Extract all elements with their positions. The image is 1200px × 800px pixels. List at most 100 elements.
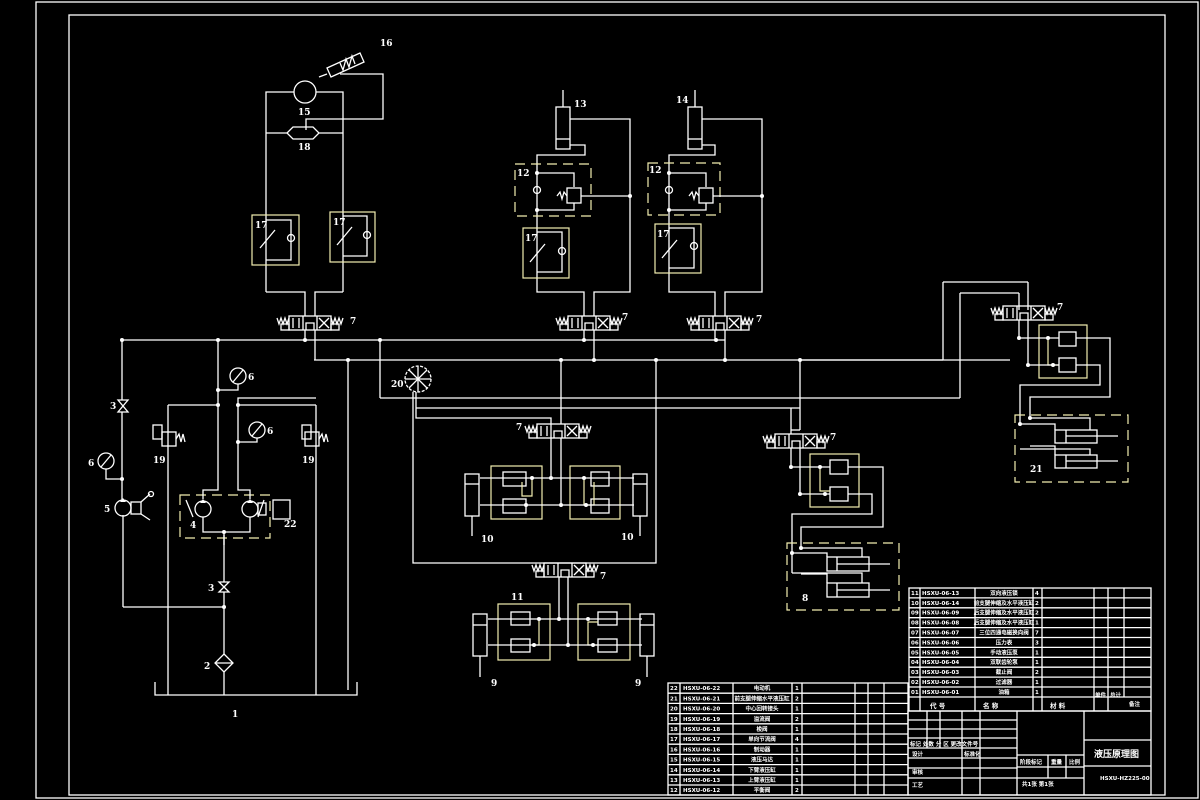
lock-11-label: 11 (511, 593, 524, 603)
pressure-gauge-left: 6 (88, 452, 124, 481)
revision-row: 标记 处数 分 区 更改文件号 (909, 740, 979, 748)
cell-no: 12 (670, 788, 678, 794)
cell-qty: 2 (795, 717, 799, 723)
balance-valve-12-right: 12 (647, 162, 764, 216)
cylinder-21: 21 (1014, 414, 1129, 483)
process-label: 工艺 (912, 781, 924, 789)
cell-qty: 1 (1035, 680, 1039, 686)
filter: 2 (204, 592, 234, 695)
double-gear-pump: 4 (179, 405, 271, 545)
brake-16-label: 16 (380, 39, 393, 49)
gauge-mid-label: 6 (267, 427, 273, 437)
cell-code: HSXU-06-17 (683, 737, 720, 743)
cylinder-21-label: 21 (1030, 465, 1043, 475)
cell-code: HSXU-06-16 (683, 747, 720, 753)
relief-19-right-label: 19 (302, 456, 315, 466)
cell-no: 16 (670, 747, 678, 753)
cell-name: 梭阀 (756, 725, 768, 733)
cell-name: 中心回转接头 (745, 705, 779, 713)
cell-no: 03 (911, 670, 919, 676)
directional-valve-7-d: 7 (516, 423, 592, 439)
cell-qty: 1 (795, 727, 799, 733)
cell-no: 05 (911, 650, 919, 656)
cell-code: HSXU-06-13 (683, 778, 720, 784)
cylinder-10-left: 10 (464, 473, 494, 545)
cylinder-14: 14 (668, 90, 763, 316)
cell-name: 后支腿伸缩及水平液压缸 (974, 609, 1035, 617)
hand-pump-label: 5 (104, 505, 110, 515)
relief-valve-left: 19 (152, 424, 186, 466)
ball-valve-bottom-label: 3 (208, 584, 214, 594)
directional-valve-7-a: 7 (276, 315, 356, 331)
cell-no: 21 (670, 696, 678, 702)
pressure-gauge-mid: 6 (236, 421, 273, 444)
cylinder-8: 8 (786, 542, 900, 611)
cell-qty: 2 (1035, 601, 1039, 607)
cell-code: HSXU-06-13 (922, 591, 959, 597)
cell-code: HSXU-06-08 (922, 621, 959, 627)
hydraulic-lock-21 (1038, 324, 1088, 379)
balance-12-left-label: 12 (517, 169, 530, 179)
cell-code: HSXU-06-19 (683, 717, 720, 723)
header-unit-weight: 单件 (1095, 691, 1107, 699)
cell-name: 溢流阀 (754, 715, 771, 723)
cell-qty: 1 (795, 747, 799, 753)
cell-name: 过滤器 (996, 678, 1013, 686)
weight-label: 重量 (1051, 758, 1063, 766)
standard-label: 标准化 (963, 750, 981, 758)
cell-qty: 1 (1035, 650, 1039, 656)
throttle-17-c-label: 17 (525, 234, 538, 244)
cell-qty: 1 (795, 778, 799, 784)
rotary-joint-20: 20 (391, 365, 432, 393)
cell-qty: 2 (1035, 611, 1039, 617)
electric-motor: 22 (257, 499, 297, 530)
throttle-17-d-label: 17 (657, 230, 670, 240)
cell-name: 下臂液压缸 (748, 766, 776, 774)
cell-no: 09 (911, 611, 919, 617)
cell-code: HSXU-06-02 (922, 680, 959, 686)
header-material: 材 料 (1049, 701, 1066, 710)
hydraulic-lock-10-left (490, 465, 543, 520)
cylinder-10-left-label: 10 (481, 535, 494, 545)
scale-label: 比例 (1069, 758, 1081, 766)
filter-label: 2 (204, 662, 210, 672)
cylinder-9-left: 9 (472, 613, 497, 689)
cell-no: 17 (670, 737, 678, 743)
gauge-left-label: 6 (88, 459, 94, 469)
cell-no: 11 (911, 591, 919, 597)
ball-valve-bottom: 3 (208, 535, 231, 594)
cell-no: 01 (911, 690, 919, 696)
motor-15-label: 15 (298, 108, 311, 118)
header-remark: 备注 (1128, 700, 1141, 708)
sheets-label: 共1张 第1张 (1022, 780, 1054, 788)
directional-valve-7-b: 7 (555, 313, 628, 331)
parts-list-row: 19 HSXU-06-19 溢流阀 2 (668, 712, 908, 723)
cell-no: 13 (670, 778, 678, 784)
cell-code: HSXU-06-07 (922, 631, 959, 637)
cell-name: 后支腿伸缩及水平液压缸 (974, 619, 1035, 627)
hydraulic-lock-10-right (569, 465, 621, 520)
pressure-gauge-mid-top: 6 (218, 367, 254, 391)
cell-name: 双向液压锁 (990, 589, 1018, 597)
relief-valve-right: 19 (301, 424, 329, 466)
cell-qty: 1 (1035, 690, 1039, 696)
cell-no: 19 (670, 717, 678, 723)
cylinder-14-label: 14 (676, 96, 689, 106)
cell-code: HSXU-06-01 (922, 690, 959, 696)
cell-qty: 1 (1035, 621, 1039, 627)
valve-7-b-label: 7 (622, 313, 628, 323)
